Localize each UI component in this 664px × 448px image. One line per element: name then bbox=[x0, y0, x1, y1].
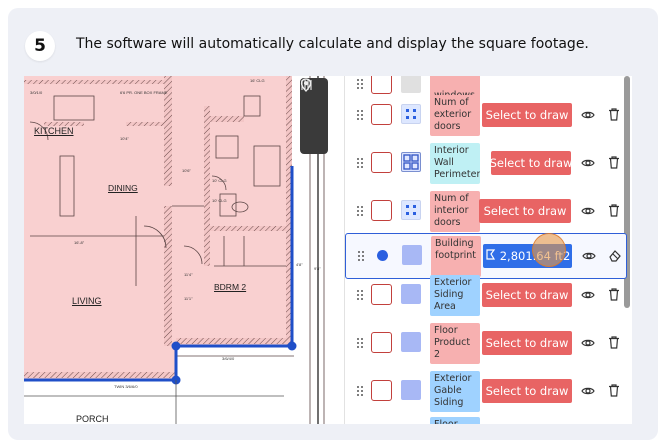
selected-radio[interactable] bbox=[377, 250, 388, 261]
row-checkbox[interactable] bbox=[371, 332, 392, 353]
button-label: Select to draw bbox=[485, 384, 569, 398]
takeoff-row[interactable]: Floor Product 2 Select to draw bbox=[345, 321, 627, 367]
button-label: Select to draw bbox=[489, 156, 573, 170]
drag-handle-icon[interactable] bbox=[357, 338, 365, 350]
room-label-living: LIVING bbox=[72, 296, 102, 306]
svg-text:10'6": 10'6" bbox=[182, 168, 191, 173]
visibility-eye-icon[interactable] bbox=[582, 249, 596, 263]
takeoff-label: Interior Wall Perimeter bbox=[430, 143, 480, 184]
delete-trash-icon[interactable] bbox=[607, 203, 621, 218]
svg-text:11'4": 11'4" bbox=[184, 272, 193, 277]
click-highlight bbox=[532, 233, 566, 267]
ruler-icon[interactable] bbox=[301, 80, 325, 152]
button-label: Select to draw bbox=[485, 336, 569, 350]
visibility-eye-icon[interactable] bbox=[581, 204, 595, 218]
drag-handle-icon[interactable] bbox=[357, 79, 365, 91]
pin-outline-icon[interactable] bbox=[300, 78, 325, 128]
svg-text:16' CLG: 16' CLG bbox=[250, 78, 265, 83]
svg-text:3/6/4/0: 3/6/4/0 bbox=[222, 356, 235, 361]
symbol-swatch-icon[interactable] bbox=[401, 332, 421, 352]
svg-text:10'4": 10'4" bbox=[120, 136, 129, 141]
symbol-swatch-icon[interactable] bbox=[402, 245, 422, 265]
symbol-swatch-icon[interactable] bbox=[401, 200, 421, 220]
eraser-icon[interactable] bbox=[608, 248, 622, 263]
room-label-dining: DINING bbox=[108, 183, 138, 193]
visibility-eye-icon[interactable] bbox=[581, 108, 595, 122]
takeoff-label: Floor bbox=[430, 417, 480, 424]
row-checkbox[interactable] bbox=[371, 200, 392, 221]
svg-text:9'8": 9'8" bbox=[314, 266, 321, 271]
select-to-draw-button[interactable]: Select to draw bbox=[482, 379, 572, 403]
visibility-eye-icon[interactable] bbox=[581, 288, 595, 302]
takeoff-label: Num of interior doors bbox=[430, 191, 480, 232]
symbol-swatch-icon[interactable] bbox=[401, 284, 421, 304]
delete-trash-icon[interactable] bbox=[607, 335, 621, 350]
svg-text:11'1": 11'1" bbox=[184, 296, 193, 301]
visibility-eye-icon[interactable] bbox=[581, 384, 595, 398]
visibility-eye-icon[interactable] bbox=[581, 156, 595, 170]
symbol-swatch-icon[interactable] bbox=[401, 380, 421, 400]
svg-text:TWIN 3/6/6/0: TWIN 3/6/6/0 bbox=[114, 384, 138, 389]
drag-handle-icon[interactable] bbox=[357, 290, 365, 302]
takeoff-label: Exterior Siding Area bbox=[430, 275, 480, 316]
drag-handle-icon[interactable] bbox=[358, 251, 366, 263]
delete-trash-icon[interactable] bbox=[607, 107, 621, 122]
takeoff-row[interactable]: Interior Wall Perimeter Select to draw bbox=[345, 141, 627, 187]
select-to-draw-button[interactable]: Select to draw bbox=[482, 331, 572, 355]
takeoff-label: Exterior Gable Siding bbox=[430, 371, 480, 412]
drag-handle-icon[interactable] bbox=[357, 110, 365, 122]
row-checkbox[interactable] bbox=[371, 76, 392, 94]
svg-text:10' CLG: 10' CLG bbox=[212, 198, 227, 203]
takeoff-row[interactable]: Exterior Siding Area Select to draw bbox=[345, 273, 627, 319]
drag-handle-icon[interactable] bbox=[357, 206, 365, 218]
panel-scrollbar[interactable] bbox=[624, 76, 630, 308]
button-label: Select to draw bbox=[485, 108, 569, 122]
row-checkbox[interactable] bbox=[371, 104, 392, 125]
delete-trash-icon[interactable] bbox=[607, 155, 621, 170]
select-to-draw-button[interactable]: Select to draw bbox=[489, 151, 573, 175]
select-to-draw-button[interactable]: Select to draw bbox=[482, 103, 572, 127]
takeoff-row[interactable]: Num of exterior doors Select to draw bbox=[345, 93, 627, 139]
row-checkbox[interactable] bbox=[371, 380, 392, 401]
room-label-porch: PORCH bbox=[76, 414, 109, 424]
screenshot: 6'6 PR. ONE BOX FRAME 3/0/1/0 10'4" 10' … bbox=[24, 76, 632, 424]
button-label: Select to draw bbox=[485, 288, 569, 302]
svg-text:3/0/1/0: 3/0/1/0 bbox=[30, 90, 43, 95]
drawing-toolbar bbox=[300, 78, 328, 154]
svg-text:16'-8": 16'-8" bbox=[74, 240, 85, 245]
drag-handle-icon[interactable] bbox=[357, 386, 365, 398]
delete-trash-icon[interactable] bbox=[607, 287, 621, 302]
visibility-eye-icon[interactable] bbox=[581, 336, 595, 350]
delete-trash-icon[interactable] bbox=[607, 383, 621, 398]
takeoff-row[interactable]: Exterior Gable Siding Select to draw bbox=[345, 369, 627, 415]
room-label-kitchen: KITCHEN bbox=[34, 126, 74, 136]
svg-text:10' CLG: 10' CLG bbox=[212, 178, 227, 183]
step-number-badge: 5 bbox=[25, 31, 55, 61]
row-checkbox[interactable] bbox=[371, 284, 392, 305]
floor-plan-drawing: 6'6 PR. ONE BOX FRAME 3/0/1/0 10'4" 10' … bbox=[24, 76, 325, 424]
step-instruction: The software will automatically calculat… bbox=[76, 36, 589, 52]
select-to-draw-button[interactable]: Select to draw bbox=[482, 283, 572, 307]
takeoff-label: Num of exterior doors bbox=[430, 95, 480, 136]
floor-plan-canvas[interactable]: 6'6 PR. ONE BOX FRAME 3/0/1/0 10'4" 10' … bbox=[24, 76, 344, 424]
symbol-swatch-icon[interactable] bbox=[401, 152, 421, 172]
select-to-draw-button[interactable]: Select to draw bbox=[479, 199, 571, 223]
takeoff-label: Building footprint bbox=[431, 236, 481, 277]
takeoff-row[interactable]: Floor bbox=[345, 415, 627, 424]
takeoff-label: Floor Product 2 bbox=[430, 323, 480, 364]
symbol-swatch-icon[interactable] bbox=[401, 76, 421, 93]
svg-text:4'8": 4'8" bbox=[296, 262, 303, 267]
row-checkbox[interactable] bbox=[371, 152, 392, 173]
button-label: Select to draw bbox=[483, 204, 567, 218]
svg-text:6'6 PR. ONE BOX FRAME: 6'6 PR. ONE BOX FRAME bbox=[120, 90, 168, 95]
room-label-bdrm-2: BDRM 2 bbox=[214, 282, 247, 292]
drag-handle-icon[interactable] bbox=[357, 158, 365, 170]
polygon-draw-icon bbox=[485, 249, 496, 263]
symbol-swatch-icon[interactable] bbox=[401, 104, 421, 124]
